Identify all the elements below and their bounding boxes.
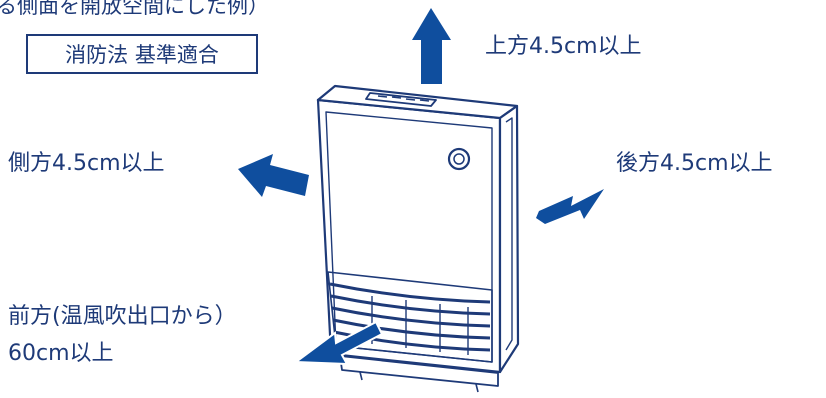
label-side-clearance: 側方4.5cm以上: [8, 151, 165, 176]
arrow-up: [412, 8, 451, 84]
label-back-clearance: 後方4.5cm以上: [616, 151, 773, 176]
label-top-clearance: 上方4.5cm以上: [485, 34, 642, 59]
label-front-clearance-line1: 前方(温風吹出口から）: [8, 304, 237, 329]
arrow-back: [536, 189, 604, 224]
arrow-front: [293, 320, 384, 366]
standard-badge: 消防法 基準適合: [26, 34, 258, 74]
arrow-left: [238, 154, 309, 197]
label-front-clearance-line2: 60cm以上: [8, 341, 114, 366]
heater-illustration: [316, 84, 520, 393]
diagram-caption: る側面を開放空間にした例）: [0, 0, 269, 18]
